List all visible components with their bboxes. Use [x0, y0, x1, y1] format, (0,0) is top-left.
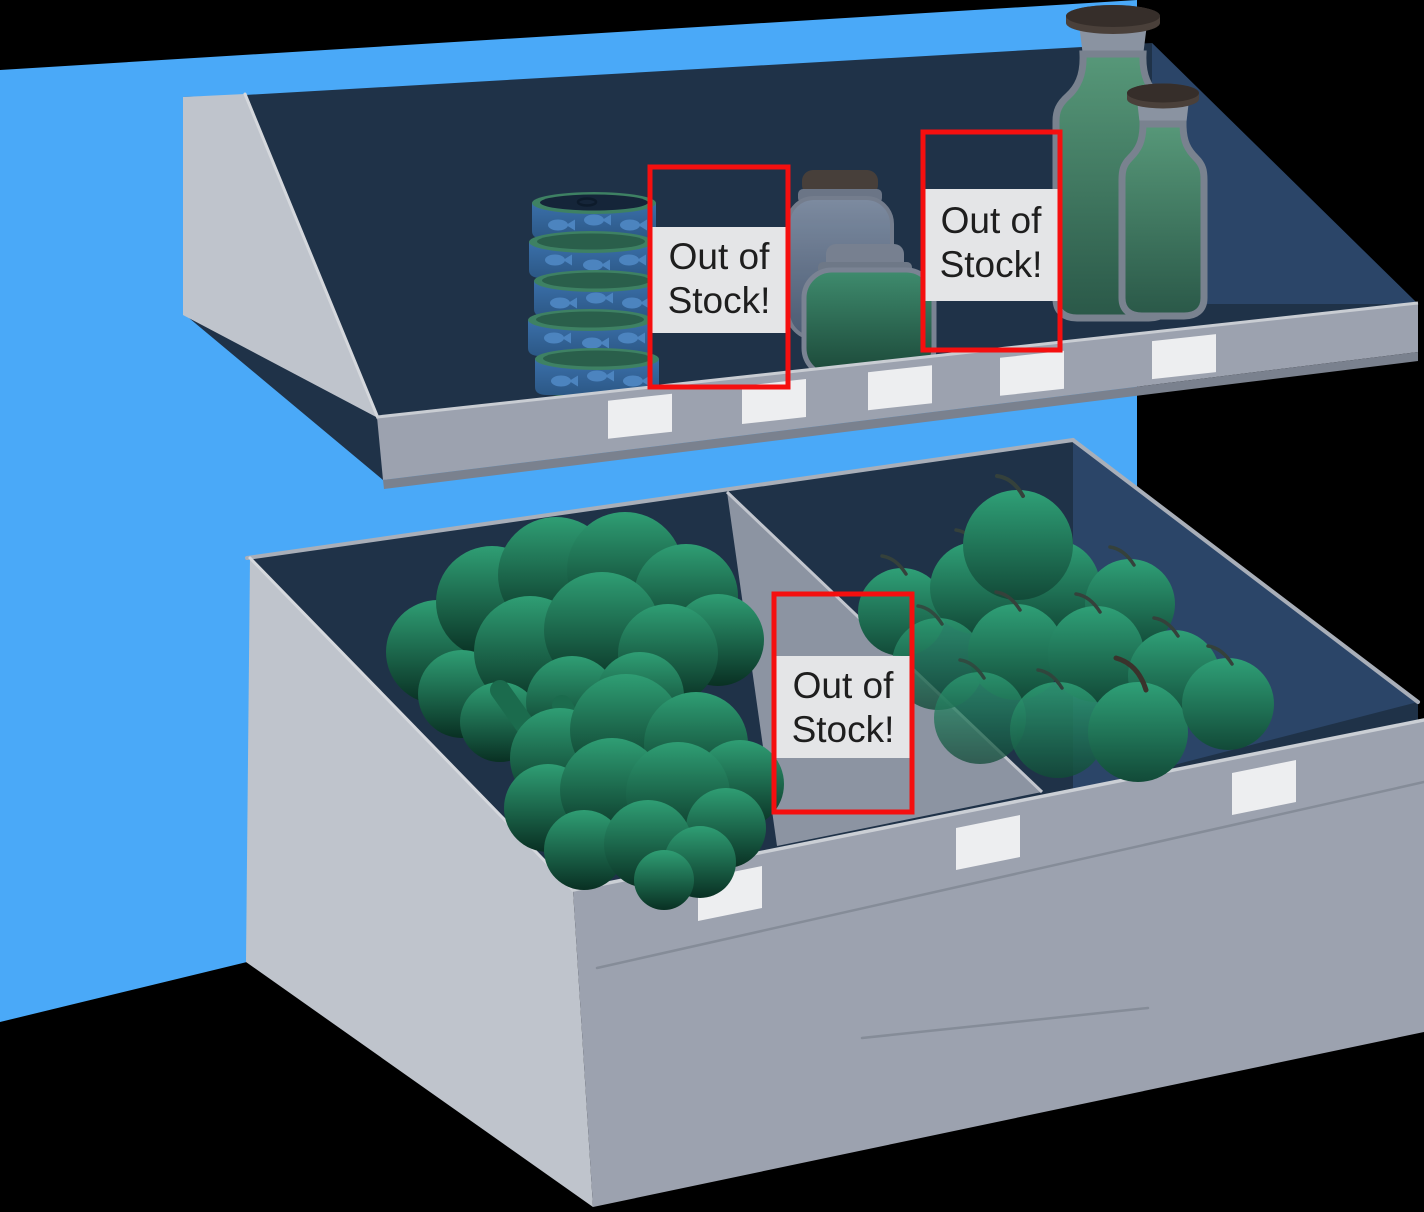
produce-bin-front-groove	[860, 1006, 1150, 1040]
apple	[1088, 655, 1188, 782]
green-jar	[801, 244, 937, 379]
price-label	[868, 365, 932, 411]
produce-bin-right-rim	[1071, 438, 1420, 704]
broccoli-floret	[544, 810, 624, 890]
apple	[1048, 592, 1144, 702]
sign-border[interactable]	[920, 129, 1063, 353]
fish-can	[528, 309, 652, 356]
sign-text-line2: Stock!	[792, 709, 895, 750]
broccoli-floret	[634, 850, 694, 910]
small-green-bottle	[1118, 83, 1208, 320]
canned-fish-stack	[528, 192, 659, 398]
sign-text-line1: Out of	[793, 665, 894, 706]
sign-label-band	[774, 656, 912, 758]
price-label	[1152, 334, 1216, 380]
produce-bin-left-panel	[246, 558, 593, 1207]
sign-border[interactable]	[771, 591, 915, 815]
upper-shelf-left-panel-edge	[243, 92, 380, 420]
out-of-stock-sign[interactable]: Out of Stock!	[771, 591, 915, 815]
sign-text-line2: Stock!	[940, 244, 1043, 285]
price-label	[1232, 760, 1296, 815]
broccoli-head-back	[386, 512, 764, 762]
sign-label-band	[650, 227, 788, 333]
upper-shelf-front-edge-trim	[383, 352, 1418, 489]
apple	[1010, 668, 1106, 778]
sign-text-line1: Out of	[941, 200, 1042, 241]
produce-bin-front-panel	[573, 720, 1424, 1207]
out-of-stock-sign[interactable]: Out of Stock!	[647, 164, 791, 390]
price-label	[956, 815, 1020, 870]
produce-bin-back-rim	[245, 438, 1075, 560]
broccoli-head-front	[504, 674, 784, 910]
apple	[934, 658, 1026, 764]
sign-text-line1: Out of	[669, 236, 770, 277]
green-apples	[858, 474, 1274, 782]
fish-can	[532, 192, 656, 239]
fish-can	[534, 270, 658, 317]
produce-bin-front-seam	[595, 780, 1424, 970]
price-label	[608, 393, 672, 439]
upper-shelf-front-edge-highlight	[376, 301, 1419, 419]
apple	[963, 474, 1073, 600]
apple	[1182, 644, 1274, 750]
sign-label-band	[923, 189, 1060, 301]
price-label	[1000, 350, 1064, 396]
upper-shelf-left-panel	[183, 94, 378, 418]
out-of-stock-sign[interactable]: Out of Stock!	[920, 129, 1063, 353]
broccoli	[386, 512, 784, 910]
upper-shelf-right-panel	[1152, 43, 1418, 304]
fish-can	[529, 231, 653, 278]
upper-shelf	[183, 5, 1419, 489]
sign-border[interactable]	[647, 164, 791, 390]
sign-text-line2: Stock!	[668, 280, 771, 321]
ring-pull-icon	[576, 197, 598, 207]
price-label	[742, 379, 806, 424]
